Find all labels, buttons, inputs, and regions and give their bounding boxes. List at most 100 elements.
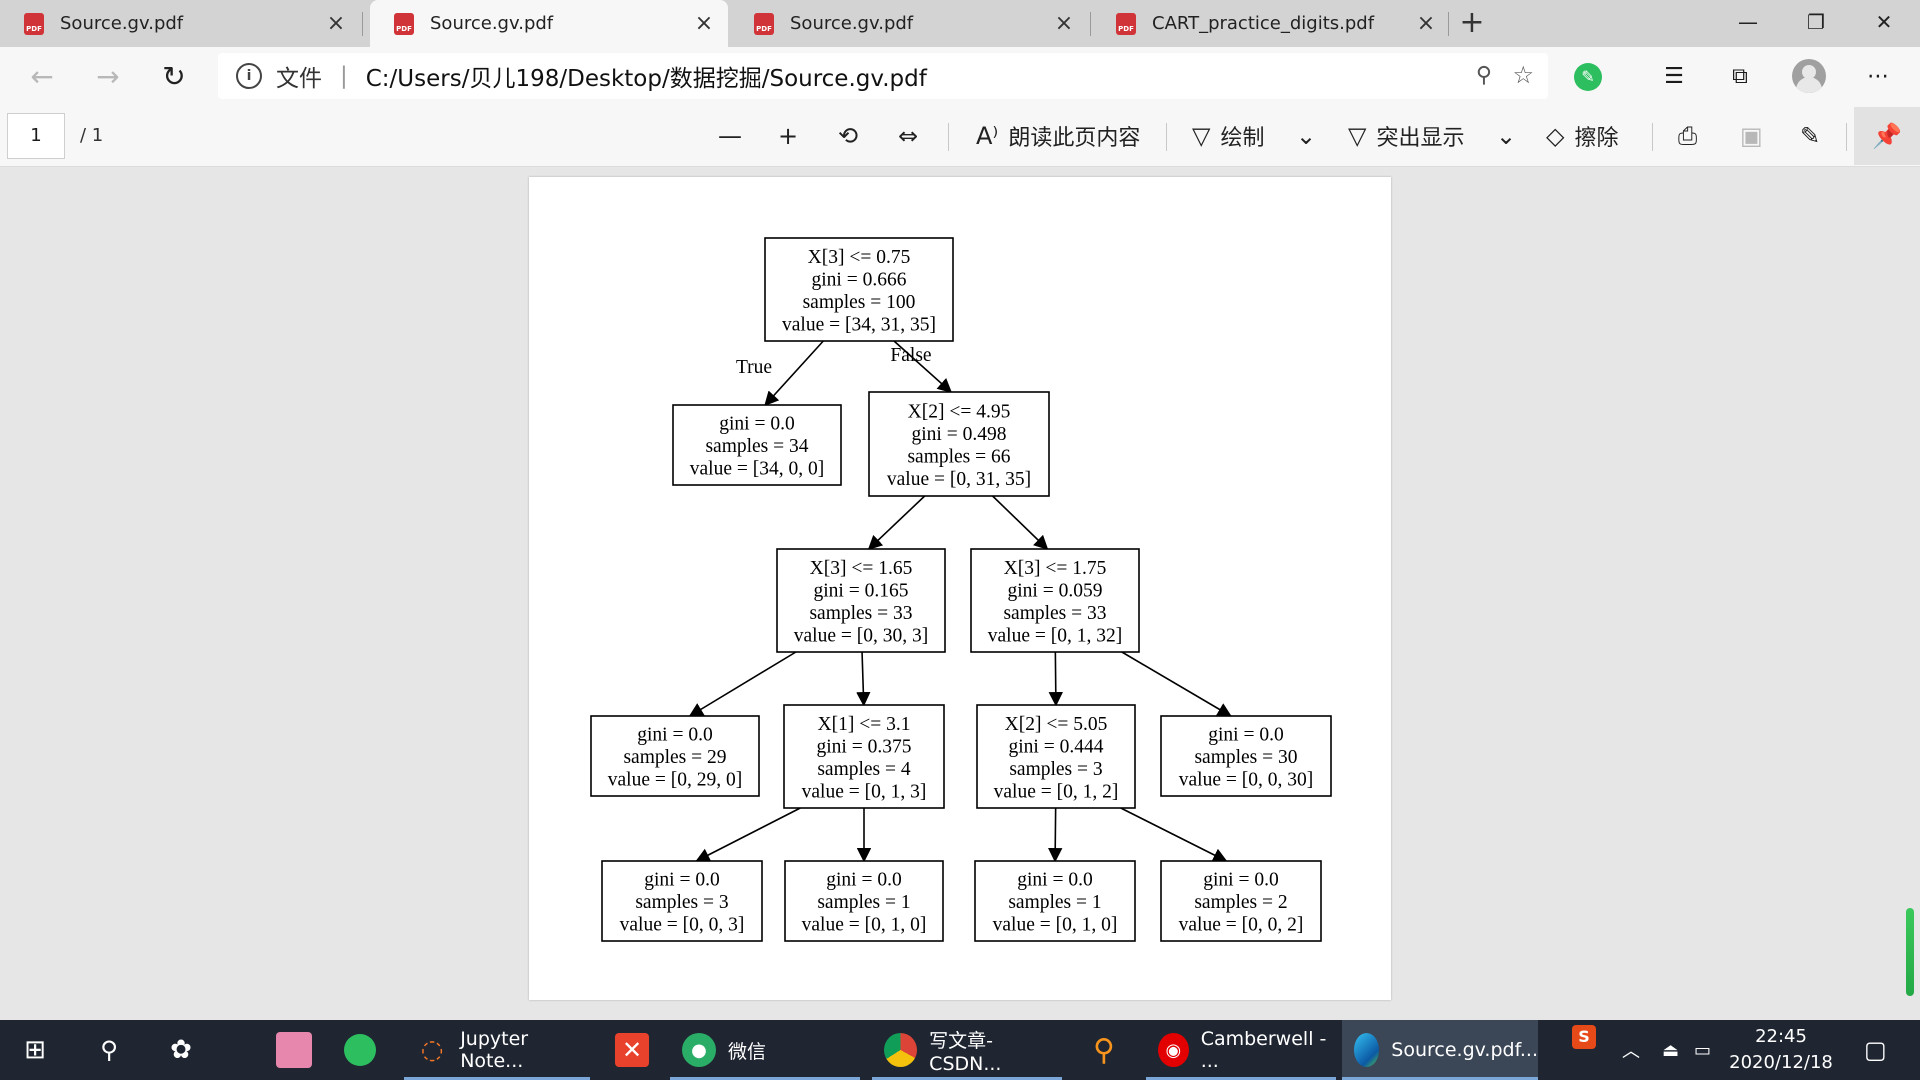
bilibili-icon — [276, 1032, 312, 1068]
tree-node-line: value = [0, 1, 3] — [802, 781, 927, 802]
close-icon[interactable]: × — [1054, 11, 1074, 36]
save-as-button[interactable]: ✎ — [1800, 117, 1830, 155]
tree-node-line: value = [0, 30, 3] — [794, 625, 928, 646]
tree-node-box — [1160, 715, 1332, 797]
tree-node-line: gini = 0.375 — [817, 736, 912, 757]
erase-button[interactable]: ◇ 擦除 — [1546, 117, 1618, 155]
new-tab-button[interactable]: + — [1459, 5, 1485, 40]
taskbar-app-bilibili[interactable] — [264, 1020, 324, 1080]
tree-node-line: gini = 0.165 — [814, 580, 909, 601]
usb-device-icon[interactable]: ⏏ — [1662, 1020, 1679, 1080]
tab-3[interactable]: PDF CART_practice_digits.pdf × — [1092, 0, 1450, 47]
pin-toolbar-button[interactable]: 📌 — [1854, 107, 1920, 165]
minimize-button[interactable]: — — [1738, 10, 1758, 34]
draw-options-button[interactable]: ⌄ — [1296, 117, 1326, 155]
chevron-down-icon: ⌄ — [1296, 122, 1317, 150]
taskbar-app-chrome[interactable]: 写文章-CSDN... — [872, 1020, 1062, 1080]
edge-icon — [1354, 1033, 1380, 1067]
tree-node-line: value = [0, 1, 0] — [993, 915, 1118, 936]
tab-1[interactable]: PDF Source.gv.pdf × — [370, 0, 728, 47]
tree-node-box — [784, 860, 944, 942]
save-button[interactable]: ▣ — [1740, 117, 1773, 155]
notification-center-button[interactable]: ▢ — [1864, 1020, 1887, 1080]
close-icon[interactable]: × — [694, 11, 714, 36]
taskbar-app-wechat[interactable]: ● 微信 — [670, 1020, 860, 1080]
tree-node-line: X[2] <= 5.05 — [1005, 714, 1108, 735]
pdf-toolbar: 1 / 1 — + ⟲ ⇔ A⁾ 朗读此页内容 ▽ 绘制 ⌄ ▽ 突出显示 ⌄ … — [0, 107, 1920, 167]
tab-0[interactable]: PDF Source.gv.pdf × — [0, 0, 360, 47]
tree-node-line: samples = 34 — [705, 436, 808, 457]
highlight-options-button[interactable]: ⌄ — [1496, 117, 1526, 155]
rotate-button[interactable]: ⟲ — [838, 117, 868, 155]
windows-icon: ⊞ — [24, 1035, 46, 1065]
chevron-up-icon: ︿ — [1622, 1041, 1640, 1062]
taskbar-app-xmind[interactable]: ✕ — [602, 1020, 662, 1080]
highlight-button[interactable]: ▽ 突出显示 — [1348, 117, 1464, 155]
tab-divider — [1090, 12, 1091, 36]
back-button[interactable]: ← — [30, 60, 54, 93]
evernote-extension-icon[interactable]: ✎ — [1574, 63, 1602, 91]
page-number-input[interactable]: 1 — [7, 113, 65, 159]
ime-indicator[interactable]: S — [1572, 1020, 1596, 1080]
favorite-star-icon[interactable]: ☆ — [1512, 61, 1534, 89]
tree-node-box — [1160, 860, 1322, 942]
profile-avatar[interactable] — [1792, 59, 1826, 93]
zoom-icon[interactable]: ⚲ — [1475, 63, 1492, 88]
tree-node-line: samples = 30 — [1194, 747, 1297, 768]
search-button[interactable]: ⚲ — [76, 1020, 142, 1080]
favorites-icon[interactable]: ☰ — [1664, 64, 1684, 89]
info-icon[interactable]: i — [236, 63, 262, 89]
url-box[interactable]: i 文件 | C:/Users/贝儿198/Desktop/数据挖掘/Sourc… — [218, 53, 1548, 99]
restore-button[interactable]: ❐ — [1807, 10, 1825, 34]
search-icon: ⚲ — [100, 1036, 118, 1064]
print-button[interactable]: ⎙ — [1678, 117, 1707, 155]
tree-edge-n4-n7 — [1048, 651, 1063, 707]
taskbar-app-search-tool[interactable]: ⚲ — [1074, 1020, 1134, 1080]
scroll-indicator[interactable] — [1906, 908, 1914, 996]
highlight-label: 突出显示 — [1376, 126, 1465, 151]
tree-node-line: value = [34, 31, 35] — [782, 314, 936, 335]
fit-page-button[interactable]: ⇔ — [898, 117, 928, 155]
tree-node-box — [601, 860, 763, 942]
tree-node-line: X[1] <= 3.1 — [818, 714, 911, 735]
tab-2[interactable]: PDF Source.gv.pdf × — [730, 0, 1088, 47]
url-text[interactable]: C:/Users/贝儿198/Desktop/数据挖掘/Source.gv.pd… — [365, 66, 927, 92]
clock[interactable]: 22:45 2020/12/18 — [1716, 1024, 1846, 1076]
taskbar-app-label: 写文章-CSDN... — [929, 1029, 1002, 1075]
eraser-icon: ◇ — [1546, 122, 1565, 150]
taskbar-app-netease-music[interactable]: ◉ Camberwell - ... — [1146, 1020, 1336, 1080]
collections-icon[interactable]: ⧉ — [1732, 64, 1748, 89]
taskbar-app-evernote[interactable] — [330, 1020, 390, 1080]
tree-node-box — [976, 704, 1136, 809]
start-button[interactable]: ⊞ — [0, 1020, 70, 1080]
draw-button[interactable]: ▽ 绘制 — [1192, 117, 1264, 155]
tree-node-line: value = [0, 0, 2] — [1179, 915, 1304, 936]
more-menu-icon[interactable]: ⋯ — [1867, 64, 1889, 89]
zoom-in-button[interactable]: + — [778, 117, 808, 155]
tree-node-line: gini = 0.444 — [1009, 736, 1104, 757]
close-icon[interactable]: × — [326, 11, 346, 36]
battery-icon[interactable]: ▭ — [1694, 1020, 1711, 1080]
show-hidden-icons-button[interactable]: ︿ — [1622, 1020, 1640, 1080]
task-view-button[interactable]: ✿ — [148, 1020, 214, 1080]
chevron-down-icon: ⌄ — [1496, 122, 1517, 150]
close-icon[interactable]: × — [1416, 11, 1436, 36]
save-as-icon: ✎ — [1800, 122, 1821, 150]
read-aloud-button[interactable]: A⁾ 朗读此页内容 — [976, 117, 1140, 155]
close-window-button[interactable]: ✕ — [1875, 10, 1893, 34]
tree-node-line: gini = 0.0 — [826, 870, 901, 891]
refresh-button[interactable]: ↻ — [162, 60, 186, 93]
zoom-out-button[interactable]: — — [718, 117, 752, 155]
tree-node-line: gini = 0.0 — [644, 870, 719, 891]
fit-width-icon: ⇔ — [898, 122, 919, 150]
taskbar-app-jupyter[interactable]: ◌ Jupyter Note... — [404, 1020, 590, 1080]
protocol-label: 文件 — [276, 66, 322, 92]
taskbar-app-edge[interactable]: Source.gv.pdf... — [1342, 1020, 1538, 1080]
forward-button[interactable]: → — [96, 60, 120, 93]
